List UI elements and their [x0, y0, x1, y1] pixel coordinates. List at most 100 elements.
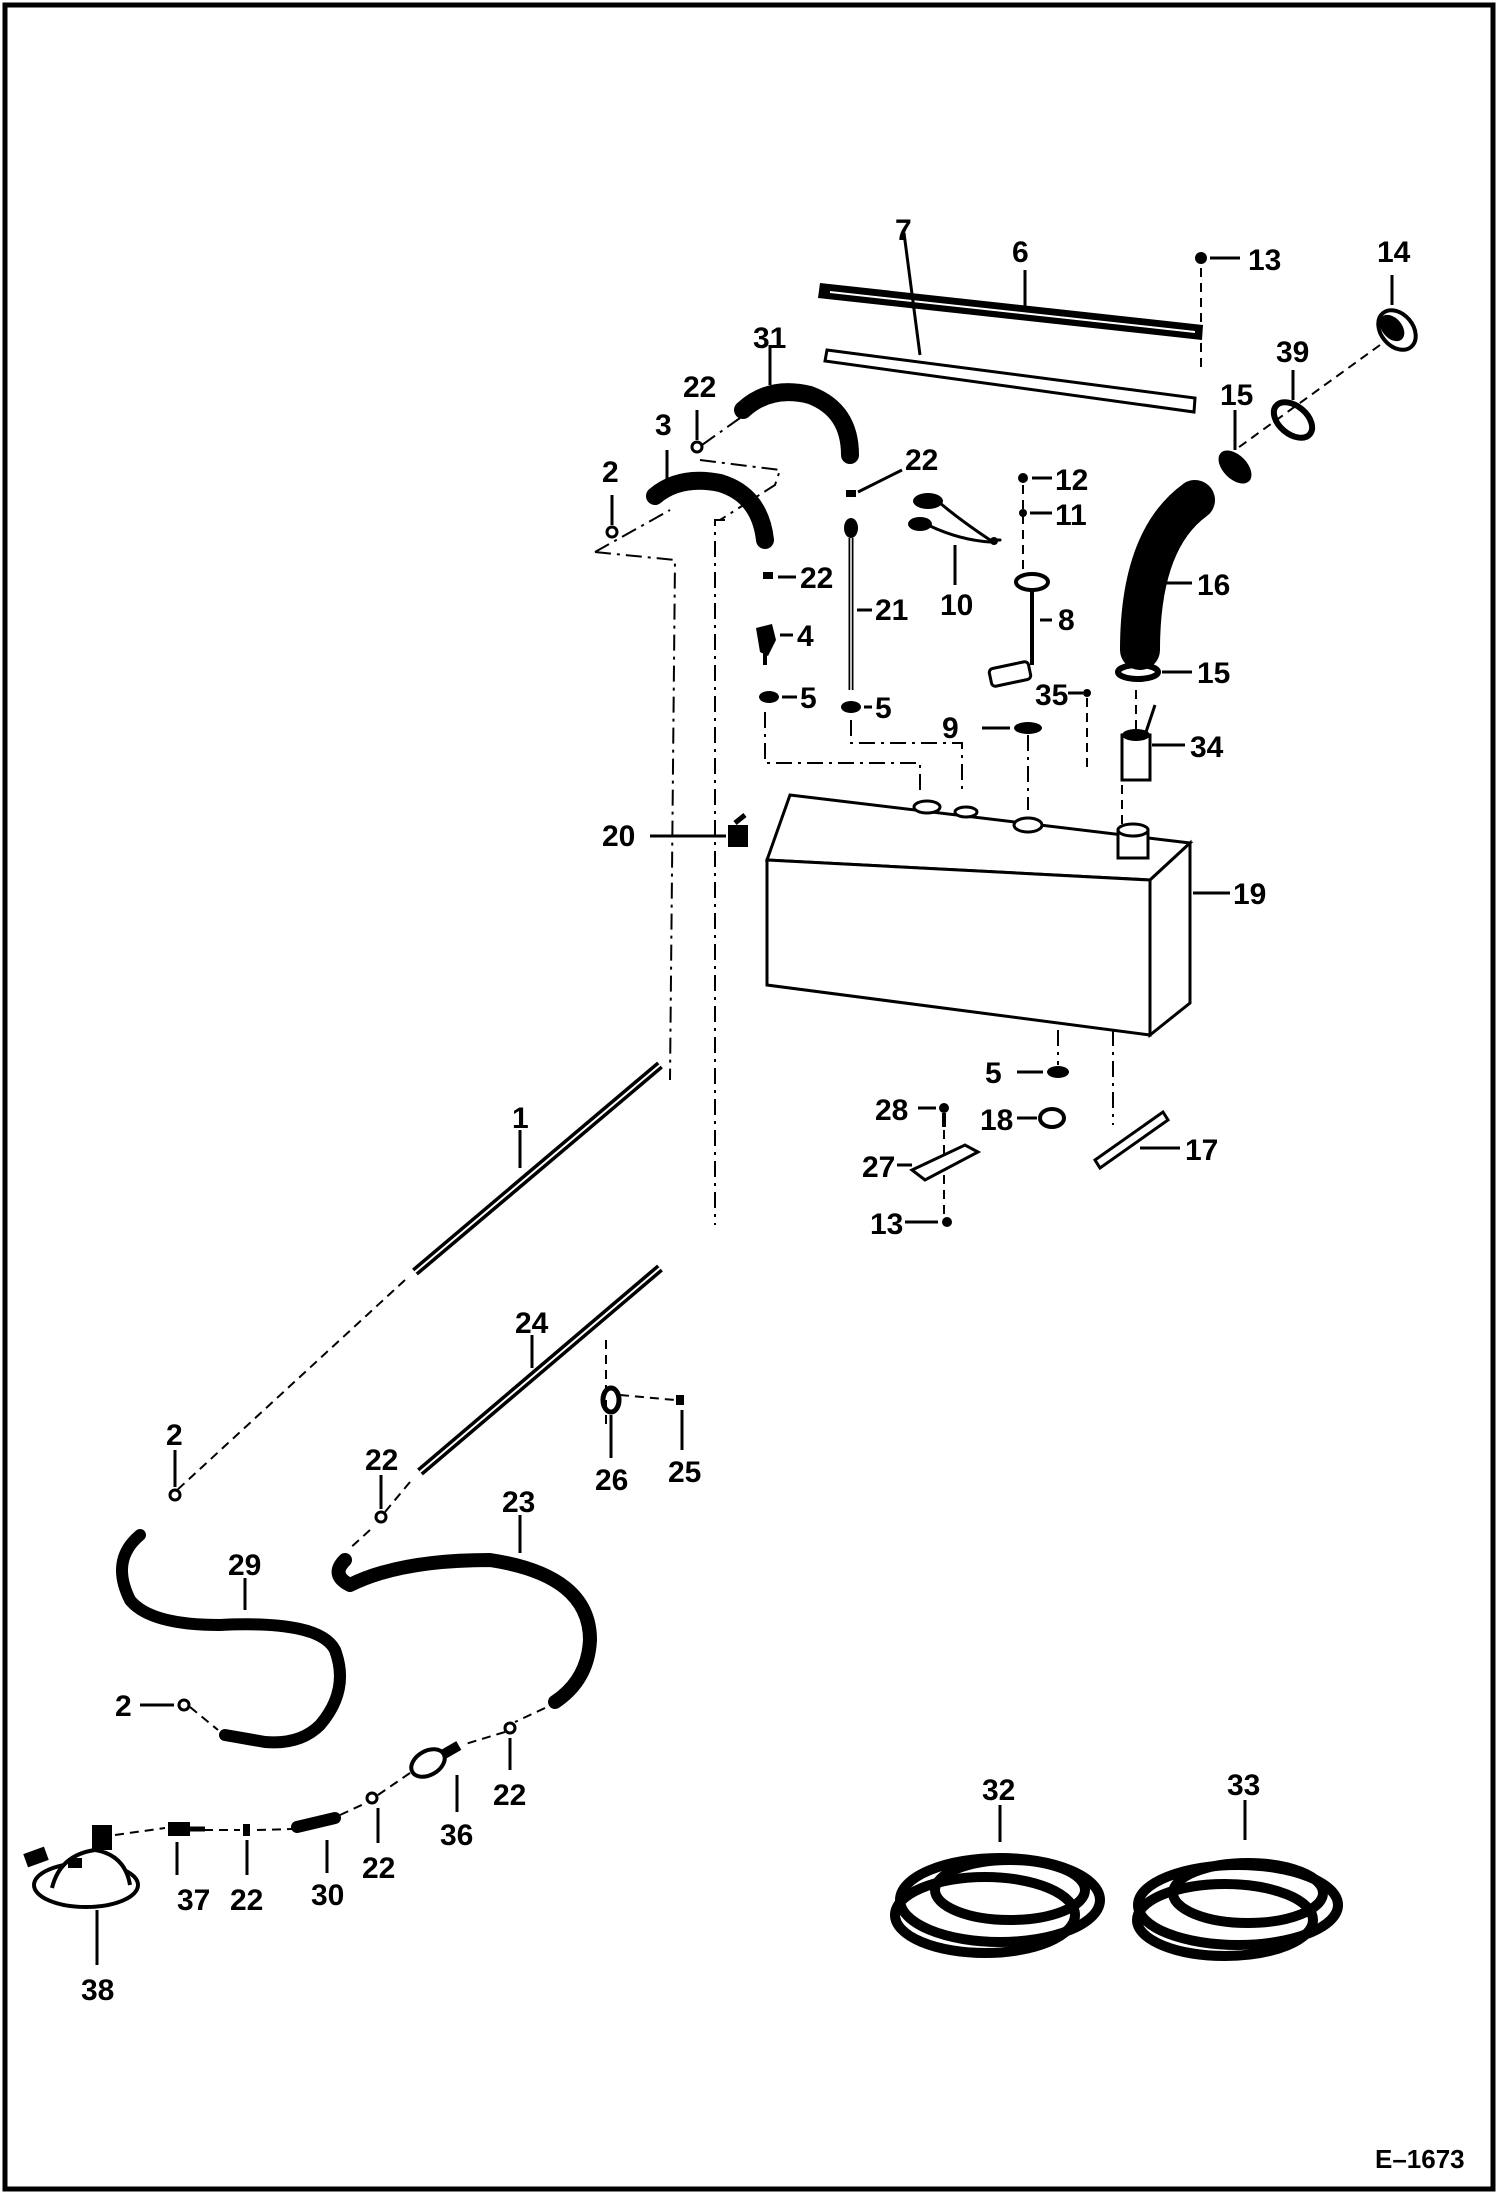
callout-13-top: 13 — [1248, 244, 1281, 277]
coiled-hose-33 — [1132, 1858, 1343, 1961]
fuel-pump-38 — [23, 1825, 140, 1909]
pickup-tube-21 — [844, 518, 858, 690]
clamp-22-e — [365, 1791, 379, 1805]
callout-22-hose: 22 — [362, 1852, 395, 1885]
callout-14: 14 — [1377, 236, 1411, 269]
callout-15-top: 15 — [1220, 379, 1253, 412]
callout-13-bottom: 13 — [870, 1208, 903, 1241]
clamp-26 — [600, 1385, 622, 1415]
grommet-5-left — [759, 691, 779, 703]
washer-11 — [1019, 509, 1027, 517]
drawing-reference: E–1673 — [1375, 2144, 1465, 2174]
hose-clamp-15-bottom — [1115, 662, 1161, 682]
callout-6: 6 — [1012, 236, 1029, 269]
clip-20 — [728, 813, 748, 847]
callout-26: 26 — [595, 1464, 628, 1497]
callout-29: 29 — [228, 1549, 261, 1582]
clamp-2-mid — [168, 1488, 182, 1502]
callout-39: 39 — [1276, 336, 1309, 369]
clamp-22-r — [846, 490, 856, 497]
vent-hose-3 — [646, 471, 774, 549]
callout-17: 17 — [1185, 1134, 1218, 1167]
clamp-2-top — [605, 525, 619, 539]
callout-10: 10 — [940, 589, 973, 622]
callout-22-pump: 22 — [230, 1884, 263, 1917]
wire-harness-10 — [908, 493, 1002, 545]
callout-25: 25 — [668, 1456, 701, 1489]
callout-27: 27 — [862, 1151, 895, 1184]
callout-34: 34 — [1190, 731, 1224, 764]
callout-38: 38 — [81, 1974, 114, 2007]
callout-18: 18 — [980, 1104, 1013, 1137]
callout-2-top: 2 — [602, 456, 619, 489]
fitting-37 — [168, 1822, 205, 1836]
screw-12 — [1018, 473, 1028, 483]
callout-22-filter: 22 — [493, 1779, 526, 1812]
callout-32: 32 — [982, 1774, 1015, 1807]
grommet-5-mid — [841, 701, 861, 713]
callout-5-bottom: 5 — [985, 1057, 1002, 1090]
callout-16: 16 — [1197, 569, 1230, 602]
callout-3: 3 — [655, 409, 672, 442]
bolt-28 — [939, 1103, 949, 1127]
callout-12: 12 — [1055, 464, 1088, 497]
callout-22-left: 22 — [365, 1444, 398, 1477]
callout-7: 7 — [895, 214, 912, 247]
callout-2-mid: 2 — [166, 1419, 183, 1452]
callout-15-bottom: 15 — [1197, 657, 1230, 690]
callout-33: 33 — [1227, 1769, 1260, 1802]
callout-23: 23 — [502, 1486, 535, 1519]
callout-22-mid: 22 — [800, 562, 833, 595]
callout-21: 21 — [875, 594, 908, 627]
hose-23 — [331, 1553, 597, 1709]
gasket-9 — [1014, 722, 1042, 734]
callout-4: 4 — [797, 620, 814, 653]
drain-plug-18 — [1038, 1107, 1066, 1129]
filler-hose-16 — [1120, 480, 1215, 670]
callout-22-top: 22 — [683, 371, 716, 404]
clamp-2-bottom — [177, 1698, 191, 1712]
callout-36: 36 — [440, 1819, 473, 1852]
callout-28: 28 — [875, 1094, 908, 1127]
coiled-hose-32 — [890, 1853, 1105, 1958]
fuel-line-1 — [412, 1061, 663, 1276]
grommet-5-bottom — [1047, 1066, 1069, 1078]
vent-valve-4 — [756, 624, 776, 665]
callout-11: 11 — [1055, 499, 1087, 532]
callout-5-left: 5 — [800, 682, 817, 715]
vent-hose-31 — [734, 383, 859, 464]
bracket-27 — [909, 1143, 982, 1182]
strap-pad-7 — [823, 348, 1197, 414]
callout-37: 37 — [177, 1884, 210, 1917]
callout-8: 8 — [1058, 604, 1075, 637]
hose-30 — [291, 1812, 341, 1833]
fuel-tank-19 — [764, 793, 1194, 1039]
callout-22-right: 22 — [905, 444, 938, 477]
screw-25 — [676, 1395, 684, 1405]
fuel-filter-36 — [409, 1741, 462, 1779]
callout-20: 20 — [602, 820, 635, 853]
callout-1: 1 — [512, 1102, 529, 1135]
ring-39 — [1270, 399, 1316, 441]
clamp-22-b — [763, 572, 773, 579]
callout-19: 19 — [1233, 878, 1266, 911]
fuel-sender-8 — [987, 572, 1050, 688]
callout-30: 30 — [311, 1879, 344, 1912]
callout-31: 31 — [753, 322, 786, 355]
callout-35: 35 — [1035, 679, 1068, 712]
clamp-22-a — [690, 440, 704, 454]
clamp-22-d — [503, 1721, 517, 1735]
fuel-line-24 — [417, 1264, 663, 1476]
screw-35 — [1083, 689, 1091, 697]
nut-13-top — [1195, 252, 1207, 264]
callout-24: 24 — [515, 1307, 549, 1340]
fuel-cap-14 — [1376, 308, 1418, 352]
filler-neck-34 — [1120, 704, 1157, 782]
clamp-22-f — [243, 1824, 250, 1836]
hose-clamp-15-top — [1218, 450, 1252, 484]
clamp-22-c — [374, 1510, 388, 1524]
nut-13-bottom — [942, 1217, 952, 1227]
